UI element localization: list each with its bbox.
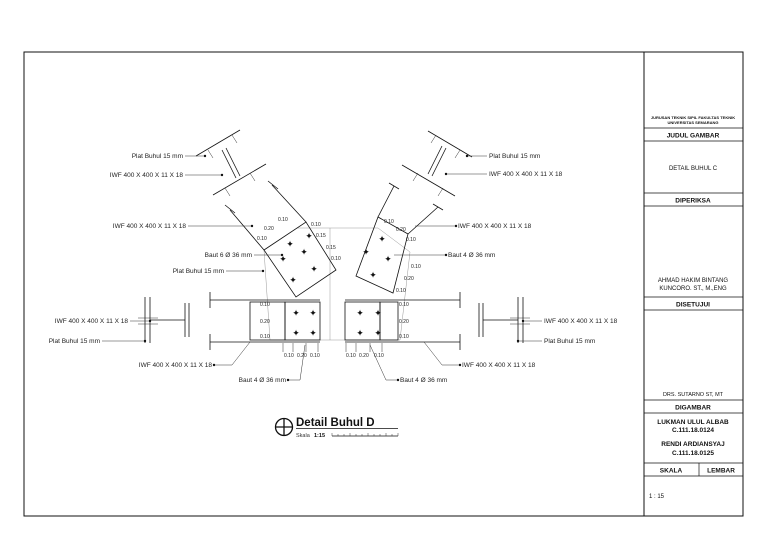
caption-scale-value: 1:15 [314,433,325,439]
dim-label: 0.10 [374,353,384,359]
left-vertical-section [138,297,190,343]
digambar-nim1: C.111.18.0124 [672,427,714,434]
label-plat-top-left: Plat Buhul 15 mm [132,153,183,160]
bolt: ✦ [378,235,386,245]
institution-line2: UNIVERSITAS SEMARANG [667,120,718,125]
bolt: ✦ [356,329,364,339]
left-diagonal-splice-plate [224,180,337,298]
label-iwf-low-right: IWF 400 X 400 X 11 X 18 [462,362,536,369]
scale-bar [331,433,399,437]
right-diagonal-splice-plate [355,182,444,294]
dim-label: 0.15 [326,245,336,251]
label-plat-side-right: Plat Buhul 15 mm [544,338,595,345]
dim-label: 0.20 [297,353,307,359]
diperiksa-header: DIPERIKSA [675,198,711,205]
dim-label: 0.10 [399,334,409,340]
label-plat-top-right: Plat Buhul 15 mm [489,153,540,160]
digambar-header: DIGAMBAR [675,405,711,412]
lembar-header: LEMBAR [707,468,735,475]
label-iwf-mid-right: IWF 400 X 400 X 11 X 18 [458,223,532,230]
dim-label: 0.10 [284,353,294,359]
label-iwf-top-right: IWF 400 X 400 X 11 X 18 [489,171,563,178]
bolt: ✦ [309,309,317,319]
sheet-border [23,51,744,517]
dim-label: 0.10 [399,302,409,308]
digambar-name2: RENDI ARDIANSYAJ [661,441,725,448]
bolt: ✦ [310,265,318,275]
judul-gambar-value: DETAIL BUHUL C [669,166,718,172]
dim-label: 0.10 [310,353,320,359]
bolt: ✦ [292,329,300,339]
bolt: ✦ [289,276,297,286]
dim-label: 0.10 [384,219,394,225]
bolt: ✦ [374,329,382,339]
dim-label: 0.20 [396,227,406,233]
label-iwf-side-left: IWF 400 X 400 X 11 X 18 [55,318,129,325]
institution-line1: JURUSAN TEKNIK SIPIL FAKULTAS TEKNIK [651,115,735,120]
dim-label: 0.15 [316,233,326,239]
caption-scale-label: Skala [296,433,311,439]
label-baut-bottom-left: Baut 4 Ø 36 mm [239,377,286,384]
label-iwf-top-left: IWF 400 X 400 X 11 X 18 [110,172,184,179]
dim-label: 0.10 [406,237,416,243]
caption-title: Detail Buhul D [296,417,375,429]
diperiksa-name2: KUNCORO. ST., M.,ENG [659,286,727,292]
label-iwf-mid-left: IWF 400 X 400 X 11 X 18 [113,223,187,230]
bolt: ✦ [369,271,377,281]
dim-label: 0.20 [404,276,414,282]
disetujui-header: DISETUJUI [676,302,710,309]
bolt: ✦ [305,232,313,242]
bolt: ✦ [286,240,294,250]
top-left-diagonal-member [195,129,267,197]
label-plat-mid-left: Plat Buhul 15 mm [173,268,224,275]
judul-gambar-header: JUDUL GAMBAR [667,133,720,140]
dim-label: 0.20 [260,319,270,325]
bolt: ✦ [300,248,308,258]
dim-label: 0.10 [396,288,406,294]
dim-label: 0.10 [346,353,356,359]
dim-label: 0.10 [257,236,267,242]
diperiksa-name1: AHMAD HAKIM BINTANG [658,278,729,284]
top-right-diagonal-member [401,130,473,197]
dim-label: 0.10 [260,334,270,340]
dim-label: 0.10 [331,256,341,262]
dim-label: 0.20 [359,353,369,359]
bottom-chord-left [209,292,321,350]
dim-label: 0.10 [411,264,421,270]
label-iwf-side-right: IWF 400 X 400 X 11 X 18 [544,318,618,325]
bolt: ✦ [292,309,300,319]
label-plat-side-left: Plat Buhul 15 mm [49,338,100,345]
dim-label: 0.20 [399,319,409,325]
dim-label: 0.10 [278,217,288,223]
skala-header: SKALA [660,468,683,475]
dim-label: 0.10 [260,302,270,308]
bolt: ✦ [384,255,392,265]
bottom-chord-right [344,292,461,350]
bolt: ✦ [279,255,287,265]
digambar-name1: LUKMAN ULUL ALBAB [657,419,729,426]
digambar-nim2: C.111.18.0125 [672,450,714,457]
bolt: ✦ [309,329,317,339]
bolt: ✦ [374,309,382,319]
label-baut-right: Baut 4 Ø 36 mm [448,252,495,259]
bolt-group: ✦ ✦ ✦ ✦ ✦ ✦ ✦ ✦ ✦ ✦ ✦ ✦ ✦ ✦ ✦ ✦ ✦ ✦ [279,232,392,339]
dim-label: 0.20 [264,226,274,232]
skala-value: 1 : 15 [649,494,665,500]
label-baut-left: Baut 6 Ø 36 mm [205,252,252,259]
dim-label: 0.10 [311,222,321,228]
drawing-caption: Detail Buhul D Skala 1:15 [274,417,399,439]
title-block: JURUSAN TEKNIK SIPIL FAKULTAS TEKNIK UNI… [644,115,743,500]
disetujui-name: DRS. SUTARNO ST, MT [663,392,724,398]
bolt: ✦ [356,309,364,319]
bolt: ✦ [362,248,370,258]
label-iwf-low-left: IWF 400 X 400 X 11 X 18 [139,362,213,369]
label-baut-bottom-right: Baut 4 Ø 36 mm [400,377,447,384]
